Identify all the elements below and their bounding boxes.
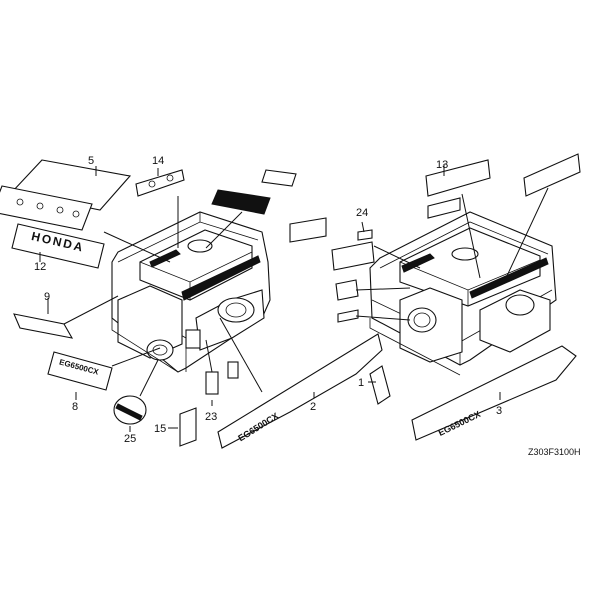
decal-25 [113, 395, 147, 425]
leader-lines [39, 164, 549, 432]
drawing-code: Z303F3100H [528, 447, 581, 457]
left-generator-drawing [111, 211, 271, 373]
decal-upper-right [523, 153, 581, 197]
callout-24: 24 [356, 207, 368, 219]
callout-3: 3 [496, 405, 502, 417]
callout-25: 25 [124, 433, 136, 445]
callout-23: 23 [205, 411, 217, 423]
callout-12: 12 [34, 261, 46, 273]
decal-strip [0, 185, 93, 231]
decal-23 [205, 371, 219, 395]
decal-15 [179, 407, 197, 447]
callout-labels: 5 14 12 9 8 25 15 23 2 24 1 13 3 Z303F31… [34, 155, 581, 457]
callout-1: 1 [358, 377, 364, 389]
callout-2: 2 [310, 401, 316, 413]
right-generator-drawing [369, 211, 557, 376]
decal-13 [425, 159, 491, 197]
callout-15: 15 [154, 423, 166, 435]
callout-5: 5 [88, 155, 94, 167]
decal-1 [369, 365, 391, 405]
decal-9 [13, 313, 74, 339]
decal-14 [135, 169, 185, 197]
decal-top-center [211, 189, 271, 215]
callout-9: 9 [44, 291, 50, 303]
decal-12-honda: HONDA [11, 223, 105, 269]
callout-14: 14 [152, 155, 164, 167]
decal-2: EG6500CX [217, 333, 383, 449]
callout-13: 13 [436, 159, 448, 171]
decal-8: EG6500CX [47, 351, 113, 391]
callout-8: 8 [72, 401, 78, 413]
decal-24 [357, 229, 373, 241]
